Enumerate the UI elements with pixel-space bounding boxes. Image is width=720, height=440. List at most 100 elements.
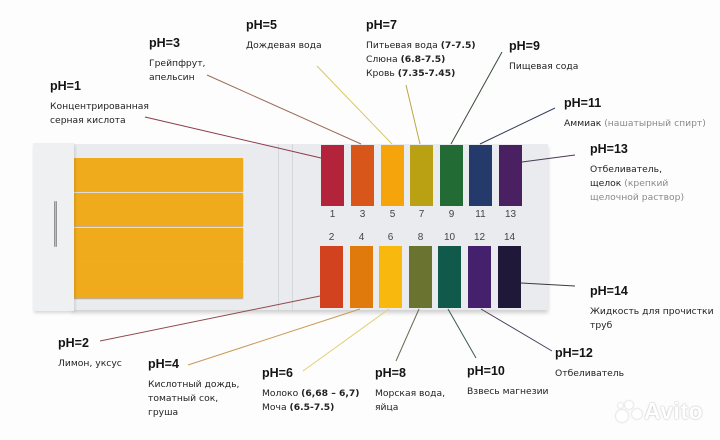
leader-line-ph11 [479, 107, 556, 145]
ph-example-text: щелок (крепкий [590, 178, 669, 189]
ph-example-text: Пищевая сода [509, 61, 579, 72]
ph-example-text: Отбеливатель [555, 368, 625, 379]
ph-example-text: Лимон, уксус [58, 358, 122, 369]
ph-example-text: яйца [375, 402, 399, 413]
ph-value-heading: pH=8 [375, 366, 406, 380]
ph-swatch-13 [499, 145, 522, 206]
ph-example-text: Молоко (6,68 – 6,7) [262, 388, 360, 399]
staple-icon [54, 201, 57, 247]
ph-value-heading: pH=13 [590, 142, 628, 156]
ph-example-text: Аммиак (нашатырный спирт) [564, 118, 706, 129]
ph-swatch-number: 6 [387, 232, 394, 243]
ph-swatch-7 [410, 145, 433, 206]
ph-swatch-14 [498, 246, 521, 308]
ph-example-text: Отбеливатель, [590, 164, 663, 175]
ph-example-text: апельсин [149, 72, 195, 83]
leader-line-ph8 [395, 308, 420, 362]
ph-example-text: щелочной раствор) [590, 192, 685, 203]
ph-swatch-number: 2 [328, 232, 335, 243]
ph-swatch-5 [381, 145, 404, 206]
ph-swatch-4 [350, 246, 373, 308]
leader-line-ph10 [447, 308, 477, 359]
ph-value-heading: pH=10 [467, 364, 505, 378]
avito-watermark: Avito [616, 398, 703, 425]
ph-example-text: серная кислота [50, 115, 126, 126]
ph-value-heading: pH=6 [262, 366, 293, 380]
ph-swatch-number: 14 [503, 232, 516, 243]
ph-swatch-number: 12 [473, 232, 486, 243]
leader-line-ph3 [206, 74, 362, 145]
indicator-paper-strip [73, 228, 243, 261]
ph-example-text: труб [590, 320, 613, 331]
ph-swatch-3 [351, 145, 374, 206]
ph-example-text: томатный сок, [148, 393, 219, 404]
ph-swatch-number: 1 [329, 209, 336, 220]
ph-example-text: Слюна (6.8-7.5) [366, 54, 446, 65]
ph-swatch-1 [321, 145, 344, 206]
ph-value-heading: pH=11 [564, 96, 602, 110]
ph-example-text: Дождевая вода [246, 40, 322, 51]
ph-value-heading: pH=1 [50, 79, 81, 93]
ph-value-heading: pH=7 [366, 18, 397, 32]
ph-swatch-number: 7 [418, 209, 425, 220]
ph-example-text: груша [148, 407, 179, 418]
booklet-fold-line [278, 144, 279, 310]
ph-example-text: Грейпфрут, [149, 58, 206, 69]
ph-example-text: Кислотный дождь, [148, 379, 240, 390]
ph-swatch-number: 8 [417, 232, 424, 243]
booklet-fold-line [292, 144, 293, 310]
ph-example-text: Концентрированная [50, 101, 149, 112]
ph-swatch-10 [438, 246, 461, 308]
leader-line-ph6 [302, 308, 390, 372]
ph-example-text: Морская вода, [375, 388, 445, 399]
ph-example-text: Кровь (7.35-7.45) [366, 68, 456, 79]
indicator-paper-strip [73, 193, 243, 226]
ph-example-text: Взвесь магнезии [467, 386, 549, 397]
booklet-cover-flap [33, 143, 74, 311]
ph-swatch-number: 5 [389, 209, 396, 220]
ph-swatch-number: 9 [448, 209, 455, 220]
ph-example-text: Жидкость для прочистки [590, 306, 714, 317]
indicator-paper-strip [73, 158, 243, 191]
ph-swatch-2 [320, 246, 343, 308]
ph-value-heading: pH=3 [149, 36, 180, 50]
ph-swatch-6 [379, 246, 402, 308]
ph-swatch-9 [440, 145, 463, 206]
ph-swatch-11 [469, 145, 492, 206]
ph-swatch-8 [409, 246, 432, 308]
ph-value-heading: pH=9 [509, 39, 540, 53]
ph-value-heading: pH=2 [58, 336, 89, 350]
ph-example-text: Питьевая вода (7-7.5) [366, 40, 476, 51]
avito-logo-icon [616, 400, 644, 422]
ph-value-heading: pH=4 [148, 357, 179, 371]
ph-swatch-number: 13 [504, 209, 517, 220]
ph-example-text: Моча (6.5-7.5) [262, 402, 335, 413]
ph-value-heading: pH=14 [590, 284, 628, 298]
leader-line-ph12 [480, 308, 553, 352]
ph-swatch-12 [468, 246, 491, 308]
ph-swatch-number: 10 [443, 232, 456, 243]
leader-line-ph7 [405, 84, 421, 145]
avito-wordmark: Avito [644, 398, 704, 424]
ph-value-heading: pH=12 [555, 346, 593, 360]
ph-value-heading: pH=5 [246, 18, 277, 32]
indicator-paper-strip [73, 262, 243, 298]
indicator-paper-stack [73, 158, 243, 298]
ph-swatch-number: 4 [358, 232, 365, 243]
ph-swatch-number: 11 [475, 209, 486, 220]
